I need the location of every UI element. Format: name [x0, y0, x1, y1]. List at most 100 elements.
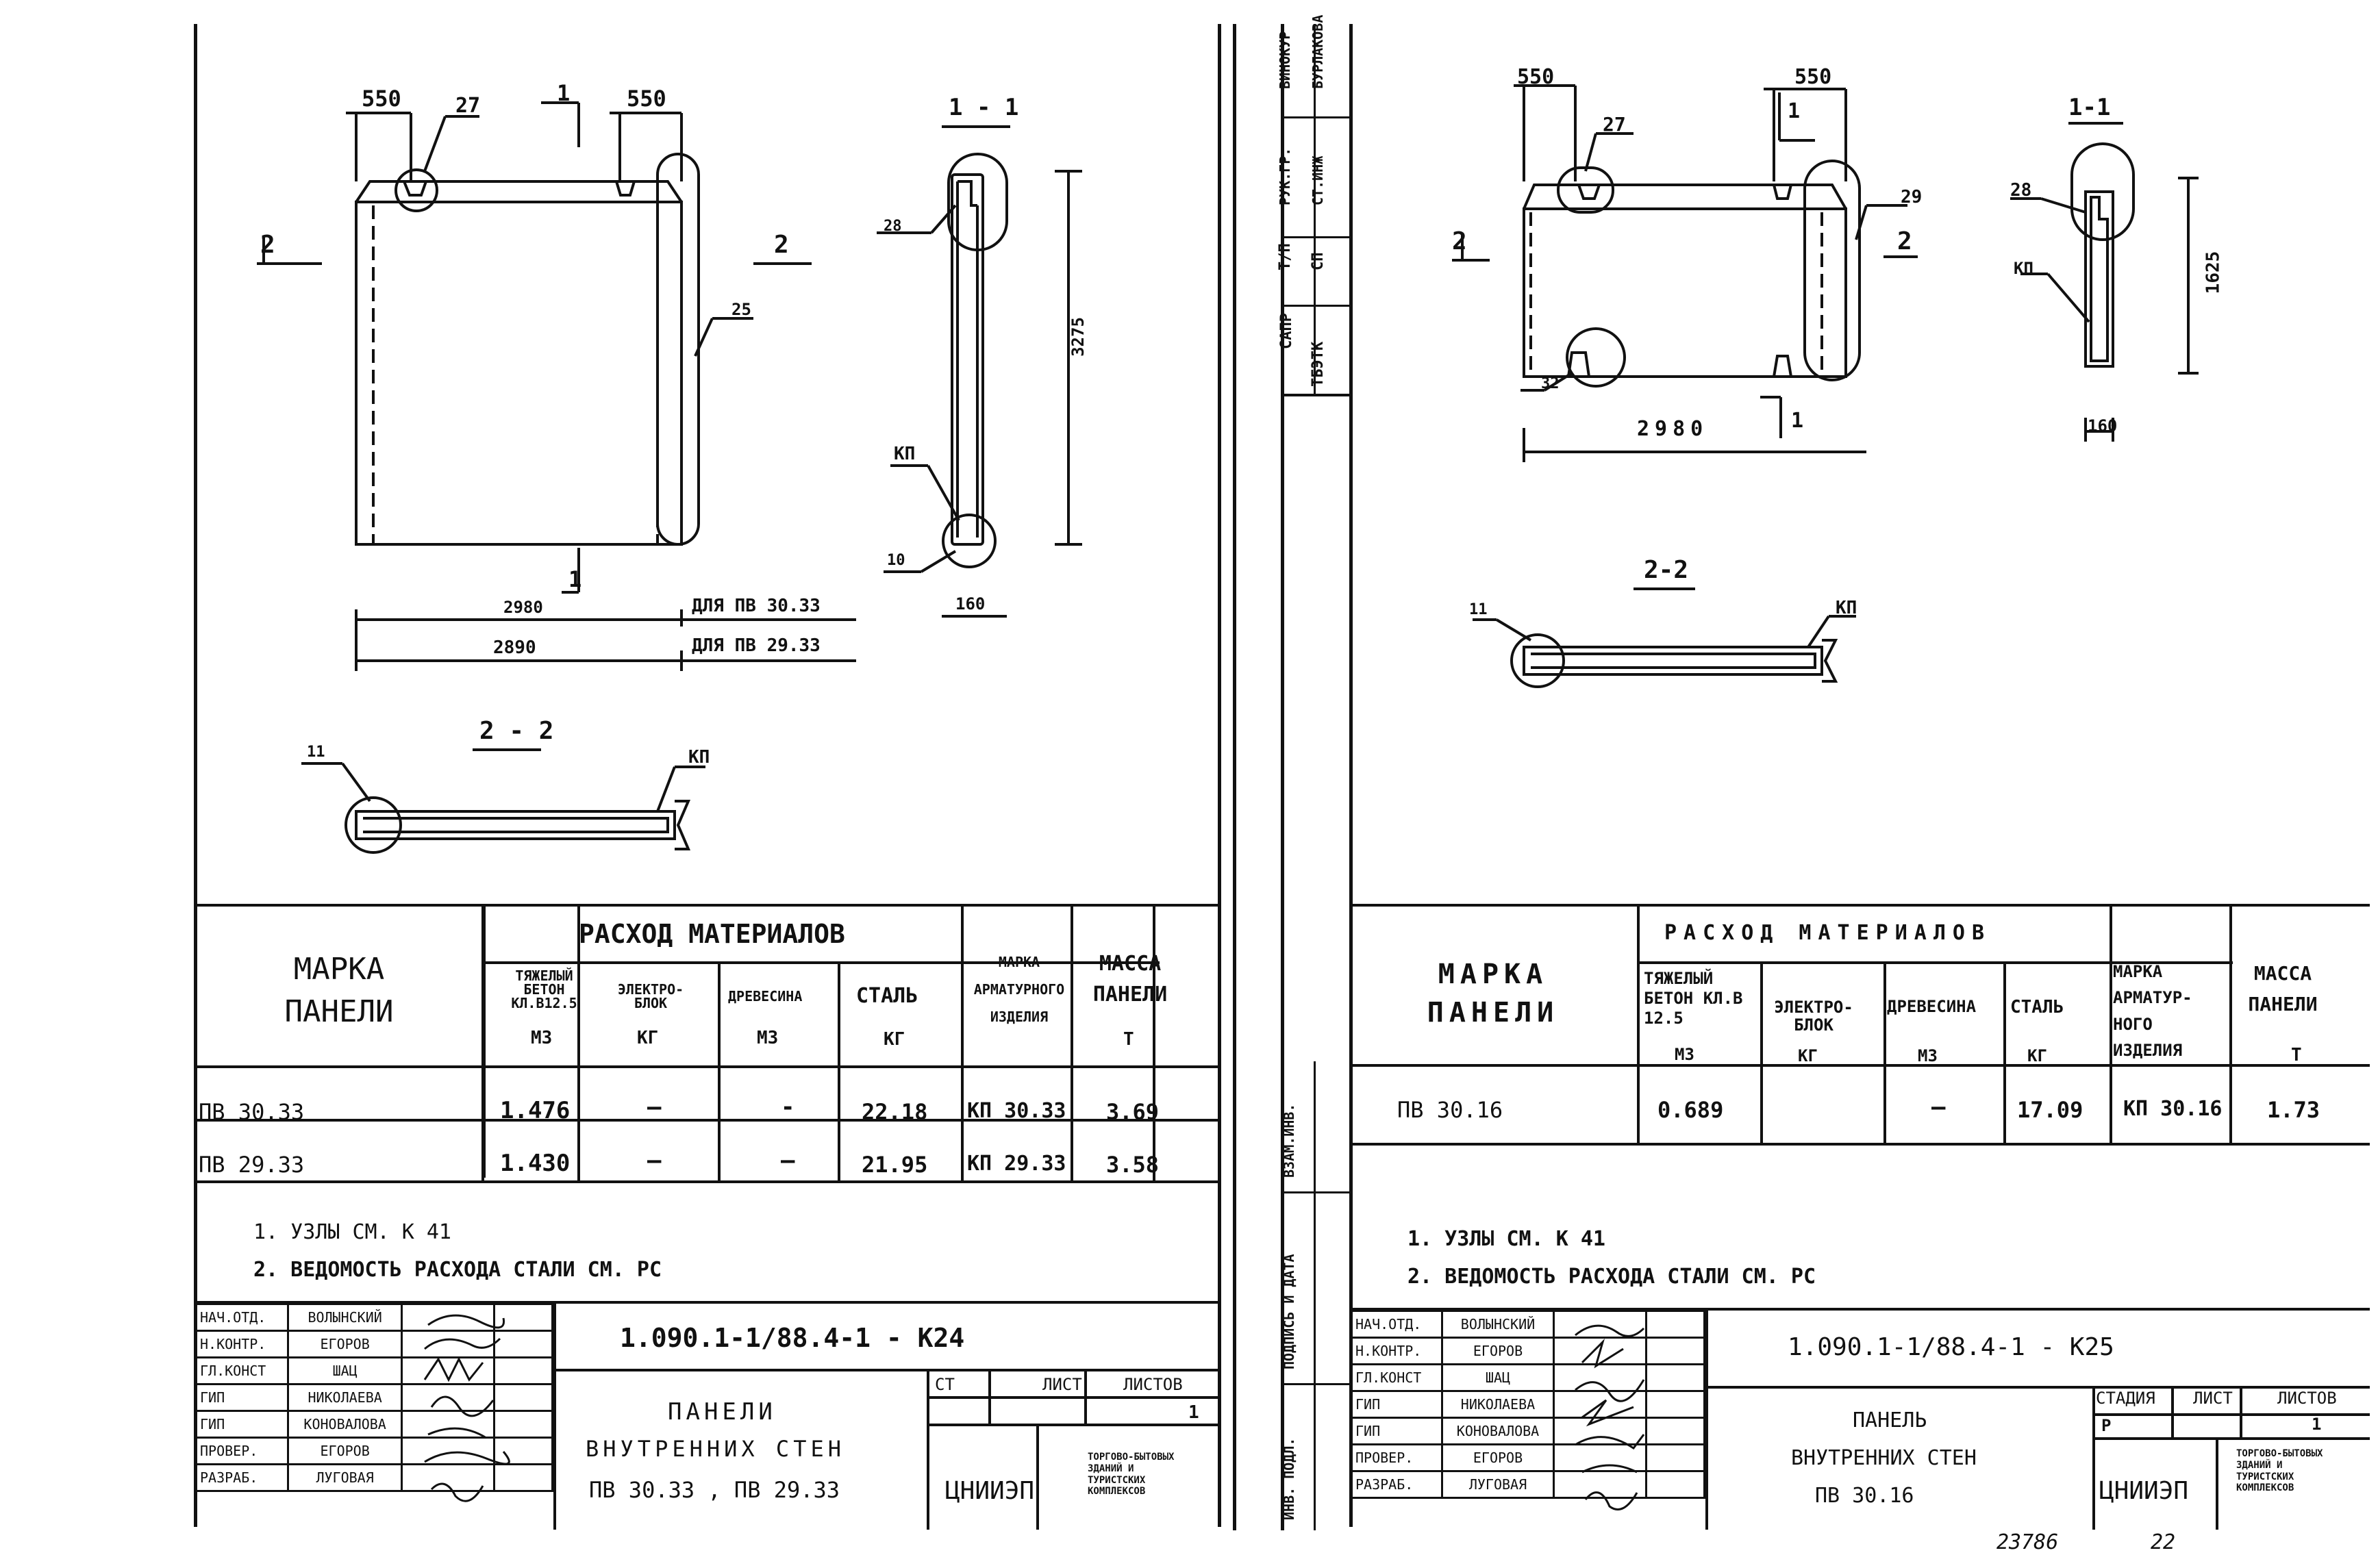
right-row1-wood: —: [1931, 1093, 1946, 1121]
right-dim-top-right: 550: [1794, 65, 1832, 89]
right-doc-code: 1.090.1-1/88.4-1 - К25: [1788, 1333, 2114, 1361]
left-col-rebar: МАРКА АРМАТУРНОГО ИЗДЕЛИЯ: [973, 954, 1065, 1025]
left-section-1-1-title: 1 - 1: [949, 94, 1019, 121]
role-cell: РАЗРАБ.: [1349, 1470, 1443, 1499]
left-row1-mass: 3.69: [1106, 1099, 1160, 1125]
left-row2-block: —: [647, 1147, 662, 1174]
right-sheets-label: ЛИСТОВ: [2277, 1389, 2337, 1408]
role-cell: ГЛ.КОНСТ: [193, 1356, 290, 1385]
right-section-1-1-title: 1-1: [2068, 94, 2111, 121]
right-signatures: [1575, 1324, 1645, 1510]
left-title-line-3: ПВ 30.33 , ПВ 29.33: [589, 1477, 840, 1503]
right-callout-28: 28: [2010, 180, 2032, 201]
right-col-wood-unit: М3: [1918, 1046, 1938, 1065]
left-col-materials: РАСХОД МАТЕРИАЛОВ: [579, 919, 845, 949]
left-elevation-outline: [355, 201, 683, 546]
role-cell: ГИП: [193, 1410, 290, 1439]
left-col-wood: ДРЕВЕСИНА: [728, 988, 803, 1004]
right-side-stamp: [1281, 24, 1349, 396]
right-dim-thickness: 160: [2088, 416, 2118, 435]
left-row2-mark: ПВ 29.33: [199, 1152, 305, 1178]
left-row1-wood: -: [781, 1093, 795, 1121]
left-col-mark: МАРКА ПАНЕЛИ: [284, 952, 394, 1029]
right-archive-number: 23786: [1997, 1530, 2059, 1554]
left-col-mass: МАССА ПАНЕЛИ: [1092, 952, 1168, 1007]
right-sheet-label: ЛИСТ: [2193, 1389, 2233, 1408]
right-callout-kp-1: КП: [2014, 259, 2033, 278]
left-row2-mass: 3.58: [1106, 1152, 1160, 1178]
left-stage-label: СТ: [935, 1375, 955, 1394]
left-section-mark-1-bottom: 1: [568, 566, 582, 592]
role-cell: Н.КОНТР.: [1349, 1337, 1443, 1365]
left-row1-steel: 22.18: [862, 1099, 928, 1125]
right-row1-concrete: 0.689: [1657, 1097, 1724, 1123]
right-section-mark-1-bottom: 1: [1791, 409, 1804, 433]
table-row: Н.КОНТР.ЕГОРОВ: [193, 1330, 553, 1358]
left-sheet-right-double-border: [1233, 24, 1236, 1530]
left-title-line-1: ПАНЕЛИ: [668, 1398, 777, 1426]
left-col-block-unit: КГ: [637, 1028, 659, 1048]
left-callout-10: 10: [887, 552, 905, 569]
stamp-label-tp: Т/П: [1277, 243, 1294, 270]
right-row1-mark: ПВ 30.16: [1397, 1097, 1503, 1123]
left-col-steel-unit: КГ: [884, 1029, 905, 1050]
left-callout-oval-side: [656, 153, 700, 546]
left-dim-width-b: 2890: [493, 637, 536, 658]
left-note-width-b: ДЛЯ ПВ 29.33: [692, 635, 821, 656]
name-cell: НИКОЛАЕВА: [1440, 1390, 1555, 1419]
right-section-mark-1-top: 1: [1788, 99, 1801, 123]
right-col-rebar: МАРКА АРМАТУР- НОГО ИЗДЕЛИЯ: [2113, 962, 2192, 1061]
left-row2-steel: 21.95: [862, 1152, 928, 1178]
right-col-wood: ДРЕВЕСИНА: [1887, 997, 1977, 1016]
table-row: НАЧ.ОТД.ВОЛЫНСКИЙ: [193, 1303, 553, 1332]
right-org: ЦНИИЭП: [2099, 1477, 2189, 1505]
name-cell: ЛУГОВАЯ: [1440, 1470, 1555, 1499]
right-title-line-2: ВНУТРЕННИХ СТЕН: [1791, 1446, 1977, 1470]
left-org-note: ТОРГОВО-БЫТОВЫХ ЗДАНИЙ И ТУРИСТСКИХ КОМП…: [1088, 1452, 1175, 1497]
right-col-block-unit: КГ: [1798, 1046, 1818, 1065]
right-col-mass: МАССА ПАНЕЛИ: [2248, 962, 2318, 1015]
left-row2-rebar: КП 29.33: [967, 1152, 1066, 1176]
name-cell: ВОЛЫНСКИЙ: [1440, 1310, 1555, 1339]
name-cell: КОНОВАЛОВА: [287, 1410, 403, 1439]
left-section-mark-2-right: 2: [774, 231, 789, 259]
left-callout-25: 25: [731, 300, 751, 319]
stamp-label-stinzh: СТ.ИНЖ: [1310, 155, 1326, 205]
stamp-label-vinokur: ВИНОКУР: [1277, 31, 1293, 89]
left-col-mass-unit: Т: [1123, 1029, 1134, 1050]
left-callout-circle-27: [395, 168, 438, 212]
left-col-steel: СТАЛЬ: [856, 984, 918, 1008]
name-cell: ШАЦ: [1440, 1363, 1555, 1392]
right-sheet-left-outer-border: [1281, 24, 1284, 1530]
stamp-label-sp: СП: [1310, 252, 1327, 271]
right-signature-table: НАЧ.ОТД.ВОЛЫНСКИЙ Н.КОНТР.ЕГОРОВ ГЛ.КОНС…: [1349, 1310, 1705, 1499]
left-callout-27: 27: [455, 94, 481, 118]
right-section-2-2-title: 2-2: [1644, 556, 1689, 584]
right-row1-rebar: КП 30.16: [2123, 1097, 2223, 1121]
left-dim-height: 3275: [1068, 317, 1088, 357]
name-cell: НИКОЛАЕВА: [287, 1383, 403, 1412]
right-title-line-3: ПВ 30.16: [1815, 1484, 1914, 1508]
table-row: РАЗРАБ.ЛУГОВАЯ: [1349, 1470, 1705, 1499]
left-col-concrete: ТЯЖЕЛЫЙ БЕТОН КЛ.В12.5: [511, 968, 577, 1011]
role-cell: ПРОВЕР.: [1349, 1443, 1443, 1472]
stamp-label-ruk: РУК.ГР.: [1277, 147, 1293, 205]
right-col-concrete: ТЯЖЕЛЫЙ БЕТОН КЛ.В 12.5: [1644, 969, 1743, 1028]
left-callout-kp-2: КП: [688, 747, 710, 768]
right-side-lower-stamp: [1281, 1061, 1349, 1530]
left-row2-concrete: 1.430: [500, 1150, 571, 1177]
right-callout-11: 11: [1469, 601, 1488, 618]
right-col-materials: РАСХОД МАТЕРИАЛОВ: [1664, 921, 1992, 945]
table-row: НАЧ.ОТД.ВОЛЫНСКИЙ: [1349, 1310, 1705, 1339]
left-dim-top-left: 550: [362, 86, 401, 112]
left-row1-rebar: КП 30.33: [967, 1099, 1066, 1123]
role-cell: ГЛ.КОНСТ: [1349, 1363, 1443, 1392]
right-title-block: [1349, 1308, 2370, 1530]
right-stage-label: СТАДИЯ: [2096, 1389, 2155, 1408]
role-cell: Н.КОНТР.: [193, 1330, 290, 1358]
left-row1-concrete: 1.476: [500, 1097, 571, 1124]
right-col-steel: СТАЛЬ: [2010, 997, 2064, 1017]
